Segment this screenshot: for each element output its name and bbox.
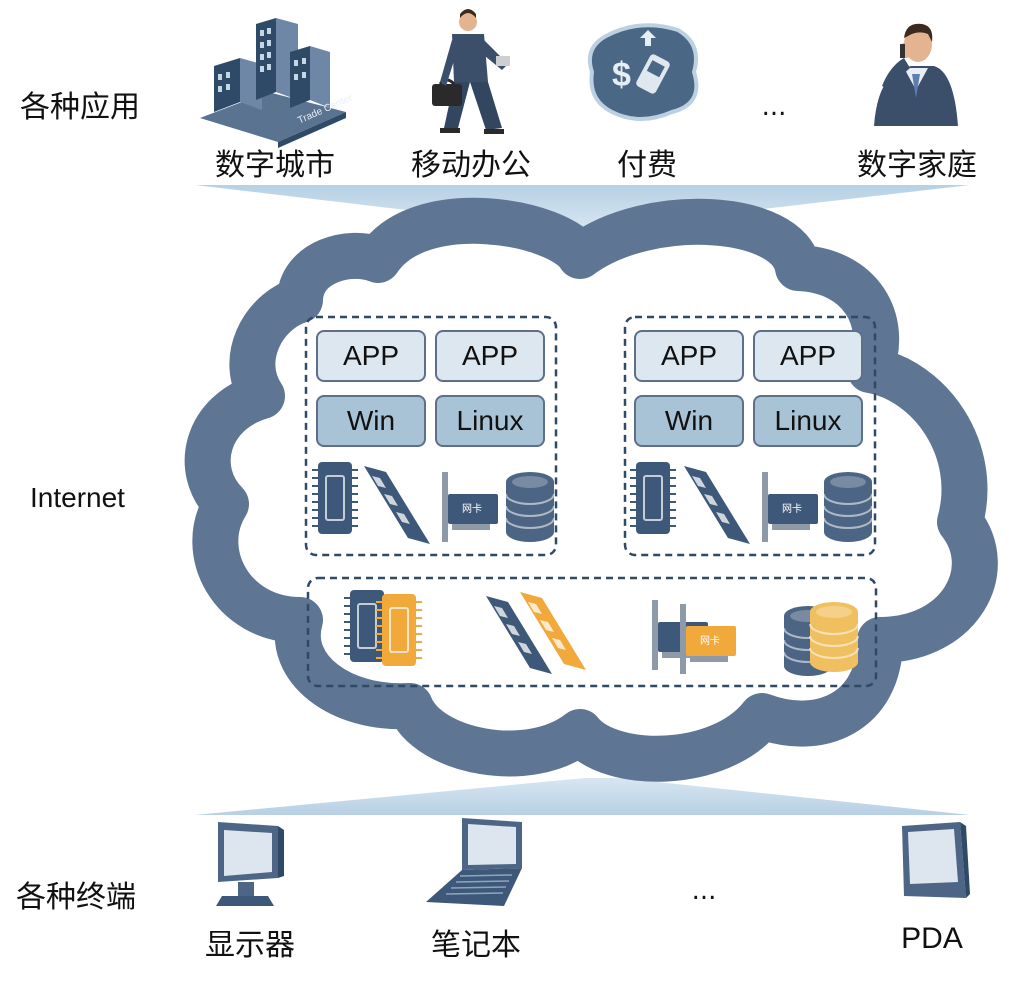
application-funnel-band bbox=[195, 185, 970, 230]
resource-pool bbox=[306, 576, 878, 688]
vm-os-box-linux: Linux bbox=[435, 395, 545, 447]
monitor-icon bbox=[216, 822, 284, 906]
virtual-machine-group-2 bbox=[623, 315, 877, 557]
applications-row-label: 各种应用 bbox=[20, 90, 140, 125]
app-label-digital-city: 数字城市 bbox=[215, 148, 335, 183]
terminal-label-ellipsis: ... bbox=[691, 876, 717, 906]
svg-text:$: $ bbox=[612, 56, 631, 94]
pooled-cpu-chip-icon bbox=[375, 593, 423, 667]
businessman-phone-icon bbox=[874, 23, 958, 126]
vm-app-box: APP bbox=[435, 330, 545, 382]
internet-row-label: Internet bbox=[30, 482, 125, 513]
disk-stack-icon bbox=[505, 471, 555, 543]
app-label-ellipsis: ... bbox=[761, 92, 787, 122]
terminal-label-pda: PDA bbox=[901, 922, 963, 955]
pooled-disk-stack-icon bbox=[809, 601, 859, 673]
vm-os-box-win: Win bbox=[316, 395, 426, 447]
virtual-machine-group-1 bbox=[304, 315, 558, 557]
nic-label: 网卡 bbox=[782, 504, 802, 515]
pda-icon bbox=[902, 822, 970, 898]
nic-label: 网卡 bbox=[462, 504, 482, 515]
vm-os-box-linux: Linux bbox=[753, 395, 863, 447]
terminals-row-label: 各种终端 bbox=[16, 880, 136, 915]
businessman-walking-icon bbox=[432, 9, 510, 134]
terminal-label-laptop: 笔记本 bbox=[431, 928, 521, 963]
disk-stack-icon bbox=[823, 471, 873, 543]
cpu-chip-icon bbox=[629, 461, 677, 535]
mobile-payment-icon: $ bbox=[587, 23, 699, 121]
vm-app-box: APP bbox=[753, 330, 863, 382]
cpu-chip-icon bbox=[311, 461, 359, 535]
terminal-funnel-band bbox=[195, 778, 970, 815]
app-label-payment: 付费 bbox=[617, 148, 677, 183]
nic-label: 网卡 bbox=[700, 636, 720, 647]
vm-app-box: APP bbox=[634, 330, 744, 382]
vm-os-box-win: Win bbox=[634, 395, 744, 447]
terminal-label-monitor: 显示器 bbox=[205, 928, 295, 963]
app-label-digital-home: 数字家庭 bbox=[857, 148, 977, 183]
vm-app-box: APP bbox=[316, 330, 426, 382]
laptop-icon bbox=[426, 818, 522, 906]
office-building-icon bbox=[200, 18, 346, 148]
app-label-mobile-office: 移动办公 bbox=[411, 148, 531, 183]
